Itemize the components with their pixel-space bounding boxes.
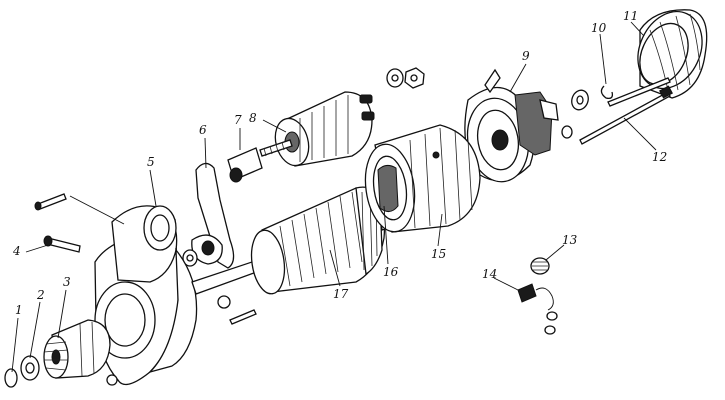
part-2-washer	[20, 355, 40, 381]
part-3-drive-pinion	[43, 319, 111, 379]
callout-1: 1	[15, 303, 23, 317]
nut-and-washer-top	[386, 67, 425, 89]
part-9-brush-holder-plate	[464, 68, 559, 183]
part-15-stator-housing	[364, 124, 481, 233]
part-12-tie-bolt	[579, 77, 673, 145]
part-7-plunger	[227, 147, 263, 183]
callout-4: 4	[13, 244, 21, 258]
part-14-brush	[517, 283, 558, 335]
part-11-end-cover	[637, 9, 708, 99]
screw-top-left	[34, 193, 67, 211]
callout-11: 11	[623, 9, 639, 23]
callout-17: 17	[333, 287, 349, 301]
callout-10: 10	[591, 21, 607, 35]
part-1-lock-ring	[4, 368, 18, 388]
part-4-bolt	[43, 235, 81, 253]
callout-15: 15	[431, 247, 447, 261]
leader-lines	[11, 21, 657, 373]
callout-9: 9	[522, 49, 530, 63]
callout-6: 6	[199, 123, 207, 137]
callout-16: 16	[383, 265, 399, 279]
callout-8: 8	[249, 111, 257, 125]
part-6-shift-lever	[182, 162, 235, 269]
part-8-solenoid	[259, 91, 375, 167]
callout-7: 7	[234, 113, 242, 127]
callout-2: 2	[37, 288, 45, 302]
part-17-armature	[191, 186, 395, 295]
part-16-field-coil	[377, 164, 399, 212]
part-5-drive-end-housing	[94, 205, 198, 386]
callout-13: 13	[562, 233, 578, 247]
pin-bottom	[217, 295, 257, 325]
part-10-spring-clip	[600, 85, 614, 100]
callout-5: 5	[147, 155, 155, 169]
callout-12: 12	[652, 150, 668, 164]
callout-3: 3	[63, 275, 71, 289]
washer-right	[561, 89, 589, 139]
part-13-spring	[530, 257, 550, 275]
callout-14: 14	[482, 267, 498, 281]
